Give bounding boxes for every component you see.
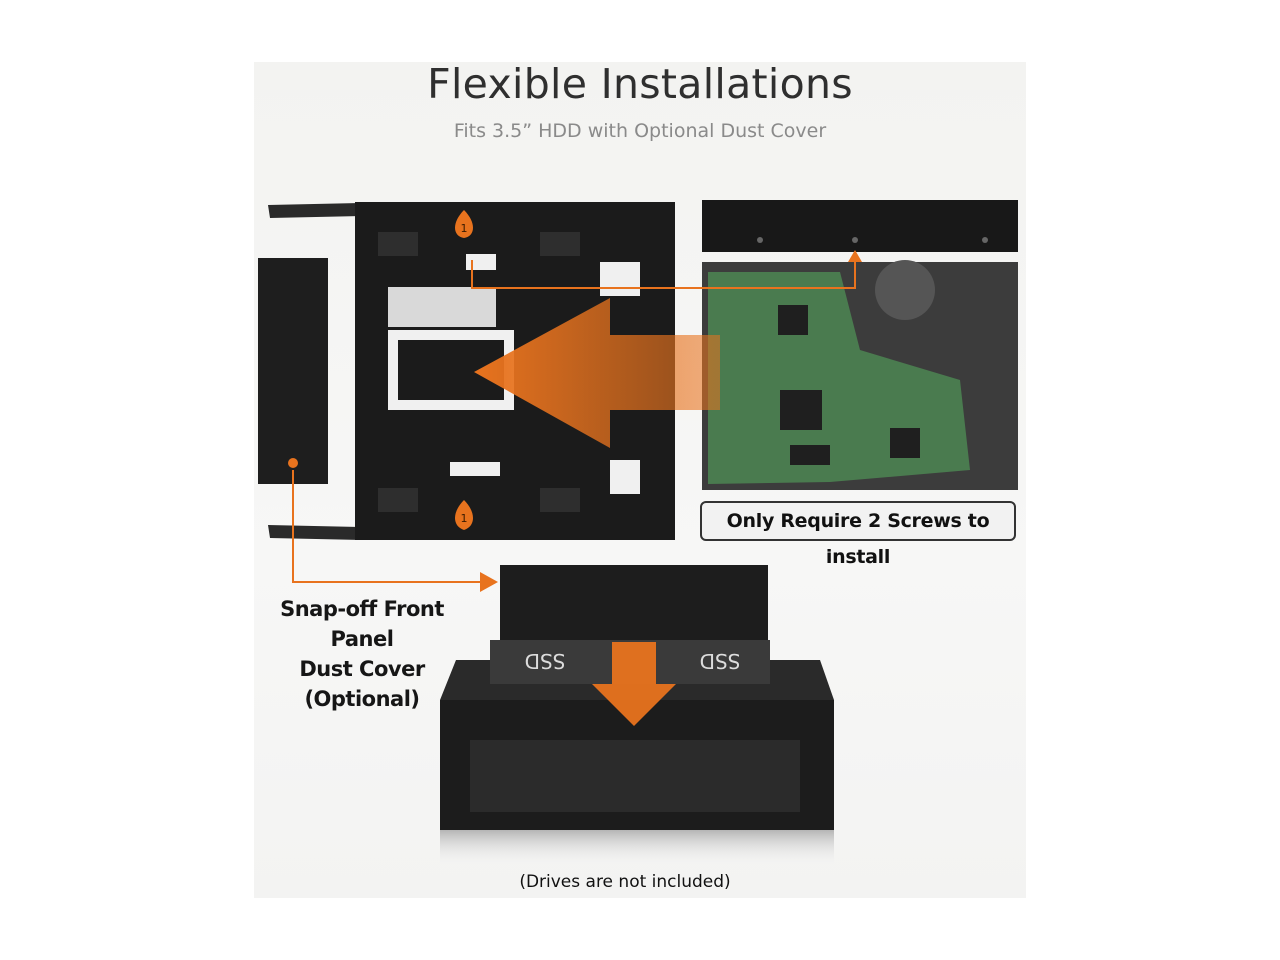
- tray-rail-top: [268, 203, 362, 218]
- screw-marker-bottom-label: 1: [461, 512, 468, 525]
- tray-rail-bottom: [268, 525, 362, 540]
- dust-cover-panel: [258, 258, 328, 484]
- insert-direction-arrow: [474, 298, 720, 448]
- screw-guide-arrowhead: [848, 250, 862, 262]
- hdd-side-view: [702, 200, 1018, 252]
- footnote: (Drives are not included): [519, 872, 731, 892]
- dust-cover-caption-line3: (Optional): [304, 687, 420, 711]
- page-subtitle: Fits 3.5” HDD with Optional Dust Cover: [453, 120, 827, 142]
- screw-marker-bottom: [455, 500, 473, 530]
- screws-callout: Only Require 2 Screws to install: [700, 501, 1016, 568]
- dust-cover-guide-line: [292, 470, 480, 583]
- ssd-label-left: SSD: [525, 649, 566, 673]
- page-title: Flexible Installations: [427, 60, 853, 108]
- dust-cover-guide-arrowhead: [480, 572, 498, 592]
- dust-cover-marker: [288, 458, 298, 468]
- dust-cover-caption-line1: Snap-off Front Panel: [280, 597, 444, 651]
- snap-direction-arrow: [592, 642, 676, 726]
- screw-marker-top-label: 1: [461, 222, 468, 235]
- screw-guide-line: [471, 256, 856, 289]
- screw-marker-top: [455, 210, 473, 238]
- dust-cover-caption-line2: Dust Cover: [299, 657, 425, 681]
- hdd-bottom-view: [702, 260, 1018, 490]
- ssd-label-right: SSD: [700, 649, 741, 673]
- dust-cover-caption: Snap-off Front Panel Dust Cover (Optiona…: [250, 594, 474, 714]
